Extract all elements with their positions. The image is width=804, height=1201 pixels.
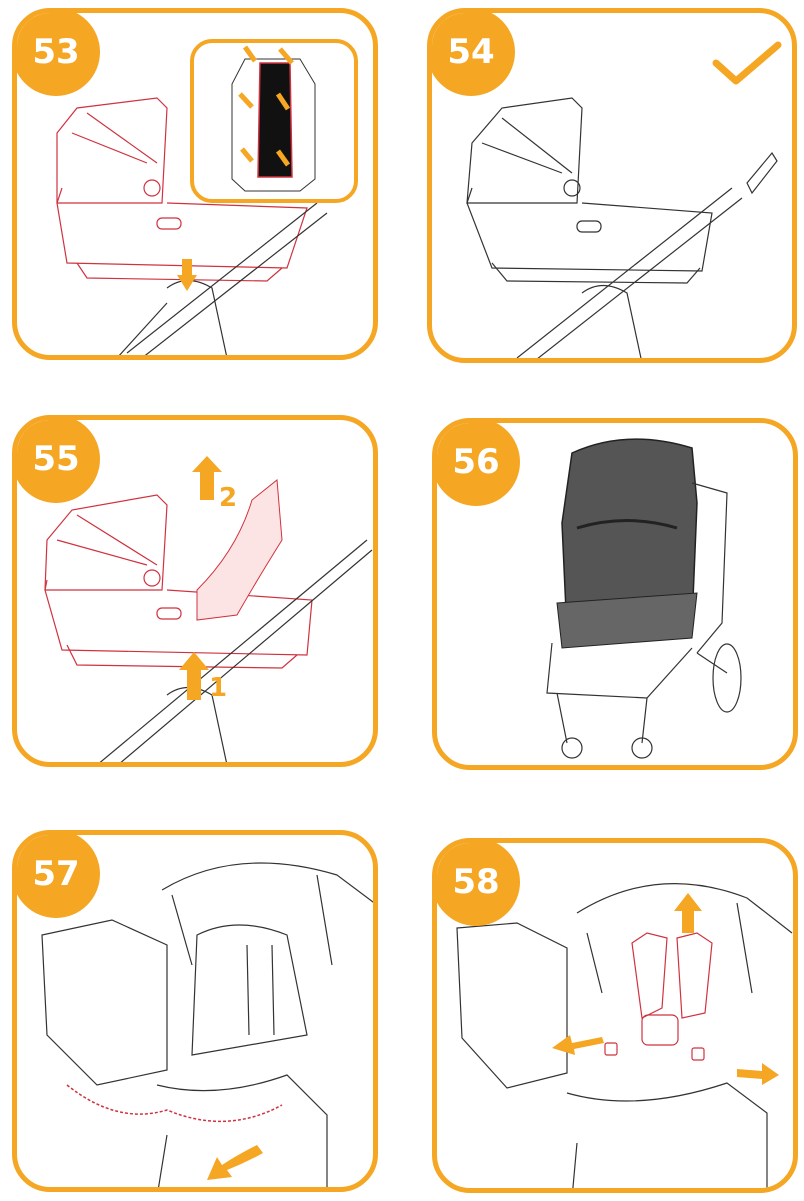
step-58-number: 58: [452, 862, 499, 902]
step-58-number-badge: 58: [432, 838, 520, 926]
step-53-number-badge: 53: [12, 8, 100, 96]
step-55-number: 55: [32, 439, 79, 479]
step-56-number-badge: 56: [432, 418, 520, 506]
step-57-number: 57: [32, 854, 79, 894]
step-54-number-badge: 54: [427, 8, 515, 96]
check-icon: [712, 41, 782, 89]
step-53-number: 53: [32, 32, 79, 72]
step-55-number-badge: 55: [12, 415, 100, 503]
step-56-panel: 56: [432, 418, 798, 770]
step-55-label-2: 2: [219, 483, 237, 513]
step-55-label-1: 1: [209, 673, 227, 703]
step-57-panel: 57: [12, 830, 378, 1192]
step-56-number: 56: [452, 442, 499, 482]
step-55-panel: 2 1 55: [12, 415, 378, 767]
step-53-inset: [190, 39, 358, 203]
step-53-panel: 53: [12, 8, 378, 360]
step-57-number-badge: 57: [12, 830, 100, 918]
step-54-number: 54: [447, 32, 494, 72]
step-54-panel: 54: [427, 8, 797, 363]
step-58-panel: 58: [432, 838, 798, 1193]
